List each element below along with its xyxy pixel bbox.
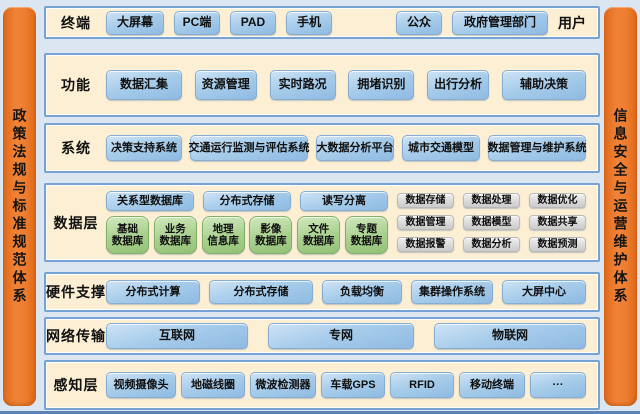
terminal-node: PC端 [174,10,220,35]
function-node: 出行分析 [427,70,490,100]
database-node: 基础 数据库 [106,216,149,254]
system-node: 城市交通模型 [402,135,480,161]
sensor-node: RFID [390,372,454,398]
database-node: 地理 信息库 [201,216,245,254]
sensor-node-ellipsis: ··· [530,372,586,398]
data-layer-label: 数据层 [53,214,99,231]
security-operations-label: 信息安全与运营维护体系 [612,107,629,306]
security-operations-pillar: 信息安全与运营维护体系 [604,7,637,406]
terminal-node: 大屏幕 [106,10,164,35]
sensor-node: 移动终端 [459,372,525,398]
hardware-node: 分布式存储 [209,280,313,304]
function-node: 拥堵识别 [348,70,415,100]
data-capability-node: 数据存储 [397,193,454,208]
network-layer-label: 网络传输 [46,328,106,344]
network-layer-panel: 网络传输 互联网 专网 物联网 [44,317,600,355]
system-layer-label: 系统 [61,140,91,156]
database-node: 文件 数据库 [297,216,341,254]
function-layer-panel: 功能 数据汇集 资源管理 实时路况 拥堵识别 出行分析 辅助决策 [44,53,600,117]
hardware-node: 大屏中心 [502,280,586,304]
data-capability-node: 数据处理 [463,193,520,208]
perception-layer-label: 感知层 [53,377,99,393]
data-layer-panel: 数据层 关系型数据库 分布式存储 读写分离 基础 数据库 业务 数据库 地理 信… [44,183,600,262]
users-caption: 用户 [558,14,586,31]
data-capability-node: 数据共享 [529,215,586,230]
data-capability-node: 数据分析 [463,237,520,252]
function-node: 资源管理 [194,70,257,100]
network-node: 互联网 [106,323,248,349]
storage-mode-node: 读写分离 [300,191,388,211]
hardware-node: 分布式计算 [106,280,200,304]
network-node: 物联网 [434,323,586,349]
system-node: 交通运行监测与评估系统 [189,135,310,161]
data-capability-node: 数据模型 [463,215,520,230]
perception-layer-panel: 感知层 视频摄像头 地磁线圈 微波检测器 车载GPS RFID 移动终端 ··· [44,360,600,410]
sensor-node: 视频摄像头 [106,372,176,398]
hardware-layer-label: 硬件支撑 [46,284,106,300]
hardware-node: 负载均衡 [322,280,402,304]
database-node: 影像 数据库 [249,216,293,254]
terminal-node: PAD [230,10,276,35]
bottom-baseline [0,411,640,414]
user-group-node: 政府管理部门 [452,10,548,35]
system-layer-panel: 系统 决策支持系统 交通运行监测与评估系统 大数据分析平台 城市交通模型 数据管… [44,123,600,173]
data-capability-node: 数据报警 [397,237,454,252]
policy-standards-pillar: 政策法规与标准规范体系 [3,7,36,406]
terminal-layer-panel: 终端 大屏幕 PC端 PAD 手机 公众 政府管理部门 用户 [44,6,600,39]
system-node: 数据管理与维护系统 [488,135,587,161]
function-layer-label: 功能 [61,77,91,93]
network-node: 专网 [268,323,414,349]
sensor-node: 车载GPS [321,372,385,398]
database-node: 业务 数据库 [153,216,197,254]
terminal-layer-label: 终端 [61,14,91,31]
hardware-layer-panel: 硬件支撑 分布式计算 分布式存储 负载均衡 集群操作系统 大屏中心 [44,272,600,312]
function-node: 数据汇集 [106,70,182,100]
database-node: 专题 数据库 [344,216,388,254]
hardware-node: 集群操作系统 [411,280,493,304]
function-node: 实时路况 [269,70,336,100]
storage-mode-node: 分布式存储 [203,191,291,211]
function-node: 辅助决策 [501,70,586,100]
system-node: 决策支持系统 [106,135,182,161]
policy-standards-label: 政策法规与标准规范体系 [11,107,28,306]
storage-mode-node: 关系型数据库 [106,191,194,211]
user-group-node: 公众 [396,10,442,35]
data-capability-node: 数据优化 [529,193,586,208]
sensor-node: 地磁线圈 [181,372,245,398]
sensor-node: 微波检测器 [250,372,316,398]
data-capability-node: 数据预测 [529,237,586,252]
data-capability-node: 数据管理 [397,215,454,230]
terminal-node: 手机 [286,10,332,35]
system-node: 大数据分析平台 [316,135,394,161]
